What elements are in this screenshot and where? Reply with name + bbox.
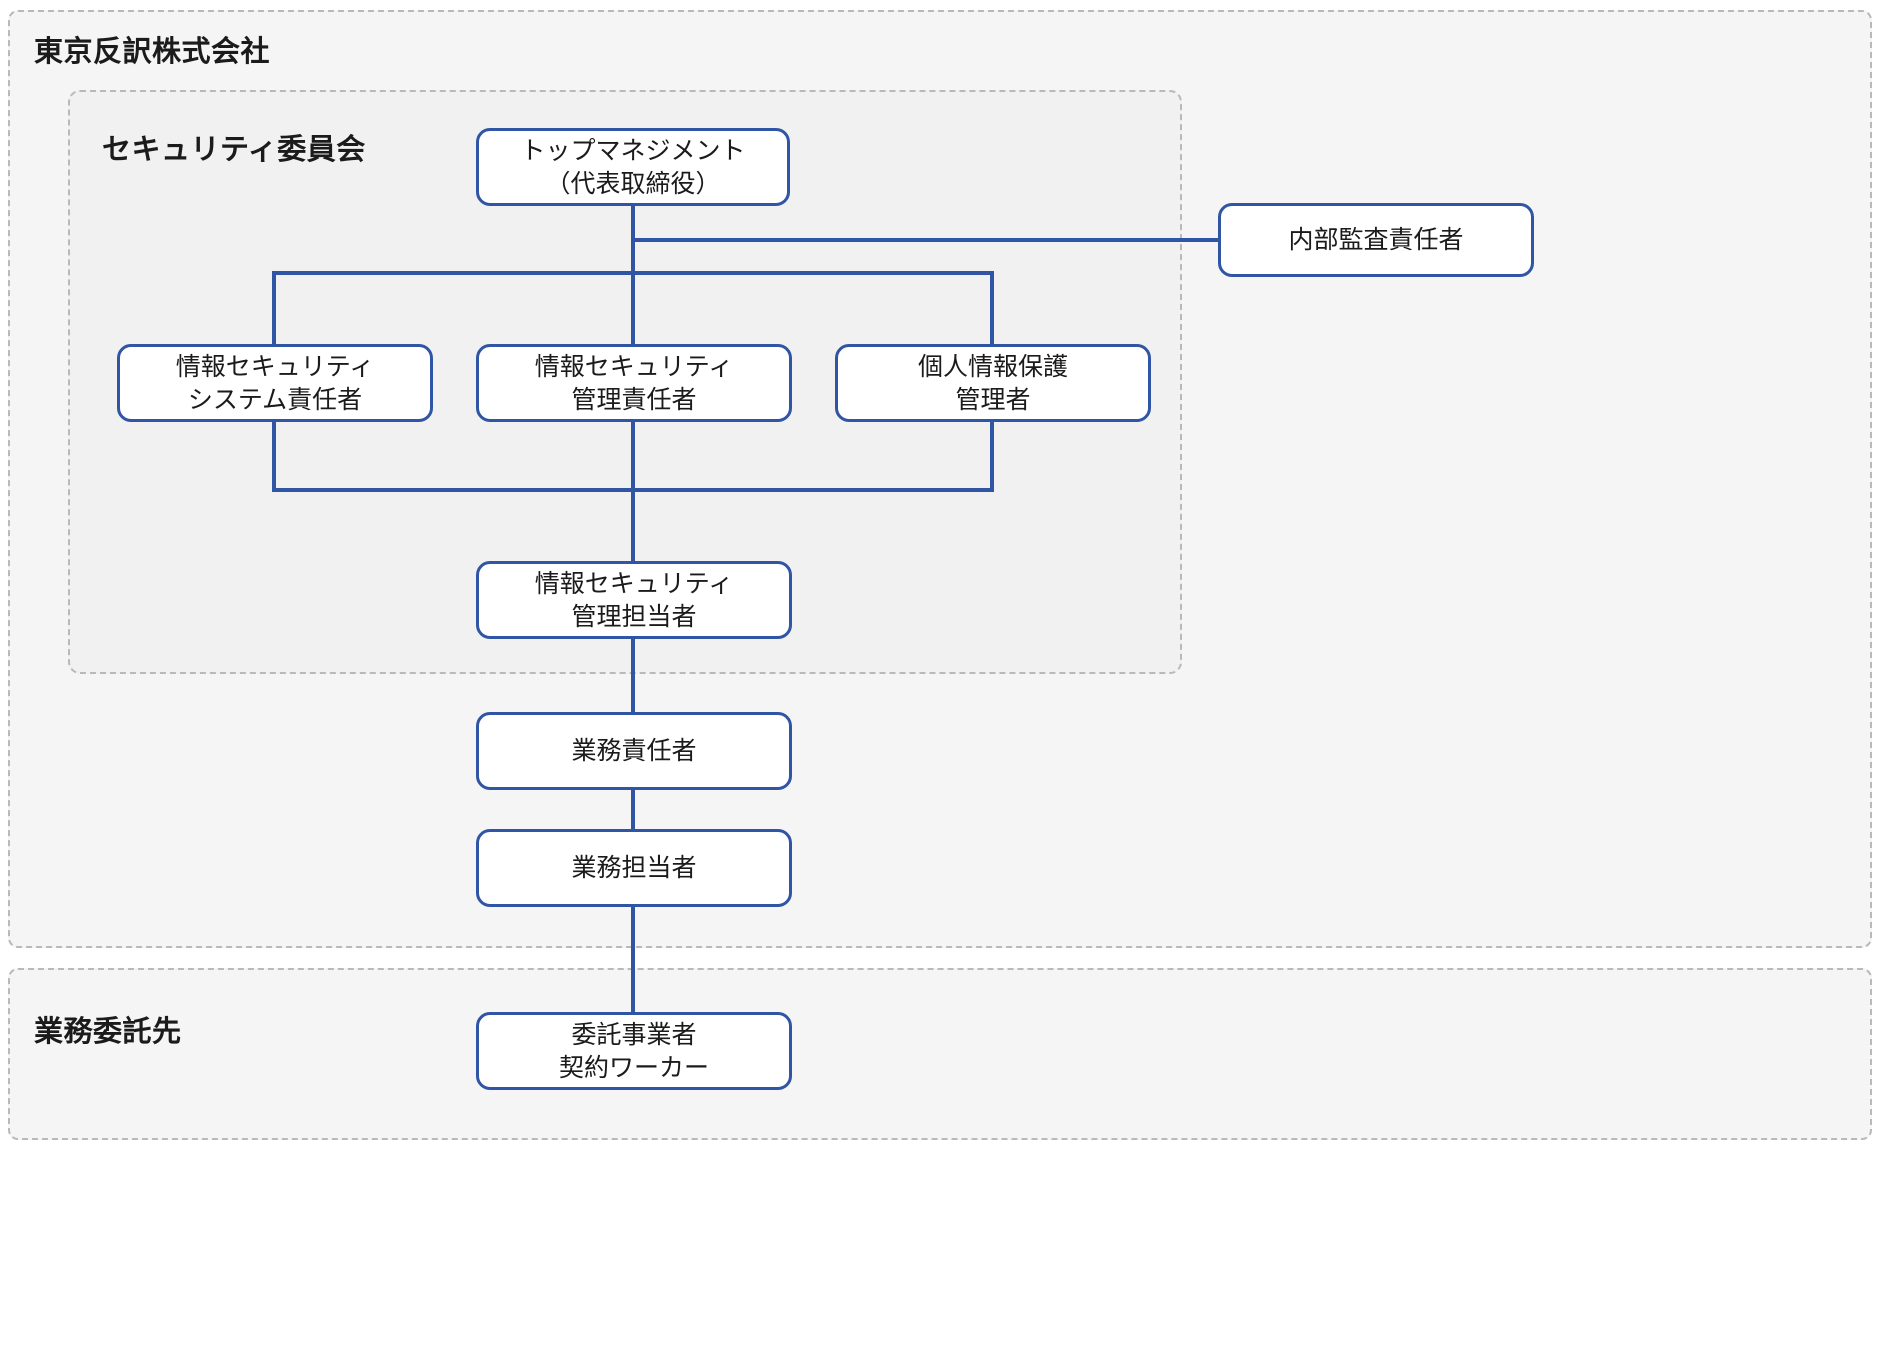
node-infosec-management-officer-line1: 情報セキュリティ — [534, 351, 734, 381]
connector-riser-privacy-manager — [990, 421, 994, 491]
security-committee-title: セキュリティ委員会 — [102, 132, 366, 166]
node-business-staff-line1: 業務担当者 — [571, 853, 697, 883]
connector-drop-system-manager — [272, 271, 276, 346]
node-contractor-line1: 委託事業者 — [571, 1019, 697, 1049]
node-top-management-line2: （代表取締役） — [545, 169, 721, 198]
node-contractor[interactable]: 委託事業者 契約ワーカー — [476, 1012, 792, 1090]
node-business-staff[interactable]: 業務担当者 — [476, 829, 792, 907]
outsourcing-section-title: 業務委託先 — [34, 1014, 182, 1048]
connector-drop-privacy-manager — [990, 271, 994, 346]
node-infosec-staff-line2: 管理担当者 — [571, 602, 697, 631]
connector-business-manager-to-staff — [631, 789, 635, 830]
node-top-management-line1: トップマネジメント — [520, 135, 746, 165]
node-infosec-system-manager[interactable]: 情報セキュリティ システム責任者 — [117, 344, 433, 422]
node-business-manager[interactable]: 業務責任者 — [476, 712, 792, 790]
connector-internal-audit-horizontal — [631, 238, 1220, 242]
node-privacy-manager[interactable]: 個人情報保護 管理者 — [835, 344, 1151, 422]
connector-infosec-staff-to-business-manager — [631, 638, 635, 714]
company-section-title: 東京反訳株式会社 — [34, 34, 271, 68]
connector-roles-top-bar — [272, 271, 994, 275]
node-business-manager-line1: 業務責任者 — [571, 736, 697, 766]
node-privacy-manager-line2: 管理者 — [955, 385, 1031, 414]
node-internal-audit-line1: 内部監査責任者 — [1288, 225, 1464, 255]
node-internal-audit[interactable]: 内部監査責任者 — [1218, 203, 1534, 277]
node-infosec-staff-line1: 情報セキュリティ — [534, 568, 734, 598]
node-privacy-manager-line1: 個人情報保護 — [917, 351, 1068, 381]
outsourcing-section — [8, 968, 1872, 1140]
node-infosec-system-manager-line2: システム責任者 — [187, 385, 363, 414]
node-contractor-line2: 契約ワーカー — [558, 1053, 709, 1082]
node-infosec-system-manager-line1: 情報セキュリティ — [175, 351, 375, 381]
node-infosec-staff[interactable]: 情報セキュリティ 管理担当者 — [476, 561, 792, 639]
connector-business-staff-to-contractor — [631, 905, 635, 1013]
node-top-management[interactable]: トップマネジメント （代表取締役） — [476, 128, 790, 206]
connector-riser-system-manager — [272, 421, 276, 491]
connector-to-infosec-staff — [631, 488, 635, 563]
node-infosec-management-officer[interactable]: 情報セキュリティ 管理責任者 — [476, 344, 792, 422]
connector-riser-management-officer — [631, 421, 635, 491]
node-infosec-management-officer-line2: 管理責任者 — [571, 385, 697, 414]
